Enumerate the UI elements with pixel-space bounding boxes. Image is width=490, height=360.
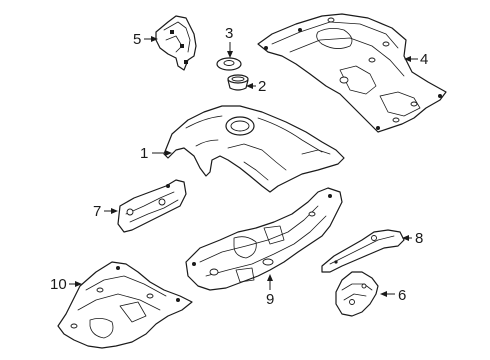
callout-7: 7 xyxy=(93,203,118,220)
part-5-bracket xyxy=(155,15,197,71)
part-8-bracket-shield xyxy=(321,229,405,273)
svg-text:10: 10 xyxy=(50,276,67,293)
part-9-center-shield xyxy=(185,187,343,291)
callout-2: 2 xyxy=(246,78,266,95)
callout-10: 10 xyxy=(50,276,82,293)
svg-text:6: 6 xyxy=(398,287,406,304)
callout-1: 1 xyxy=(140,145,172,162)
part-10-lower-shield xyxy=(57,261,193,349)
part-7-side-shield xyxy=(117,179,187,233)
callout-9: 9 xyxy=(266,274,274,308)
svg-text:8: 8 xyxy=(415,230,423,247)
callout-5: 5 xyxy=(133,31,158,48)
svg-text:7: 7 xyxy=(93,203,101,220)
svg-text:4: 4 xyxy=(420,51,428,68)
callout-8: 8 xyxy=(402,230,423,247)
svg-text:5: 5 xyxy=(133,31,141,48)
svg-text:9: 9 xyxy=(266,291,274,308)
part-2-sleeve xyxy=(227,74,249,91)
callout-4: 4 xyxy=(404,51,428,68)
svg-text:2: 2 xyxy=(258,78,266,95)
svg-text:1: 1 xyxy=(140,145,148,162)
svg-text:3: 3 xyxy=(225,25,233,42)
part-6-small-shield xyxy=(335,271,379,317)
callout-3: 3 xyxy=(225,25,233,58)
part-4-underbody-shield xyxy=(257,13,447,133)
part-1-heat-shield xyxy=(163,105,345,193)
callout-6: 6 xyxy=(380,287,406,304)
part-3-grommet xyxy=(216,57,242,71)
